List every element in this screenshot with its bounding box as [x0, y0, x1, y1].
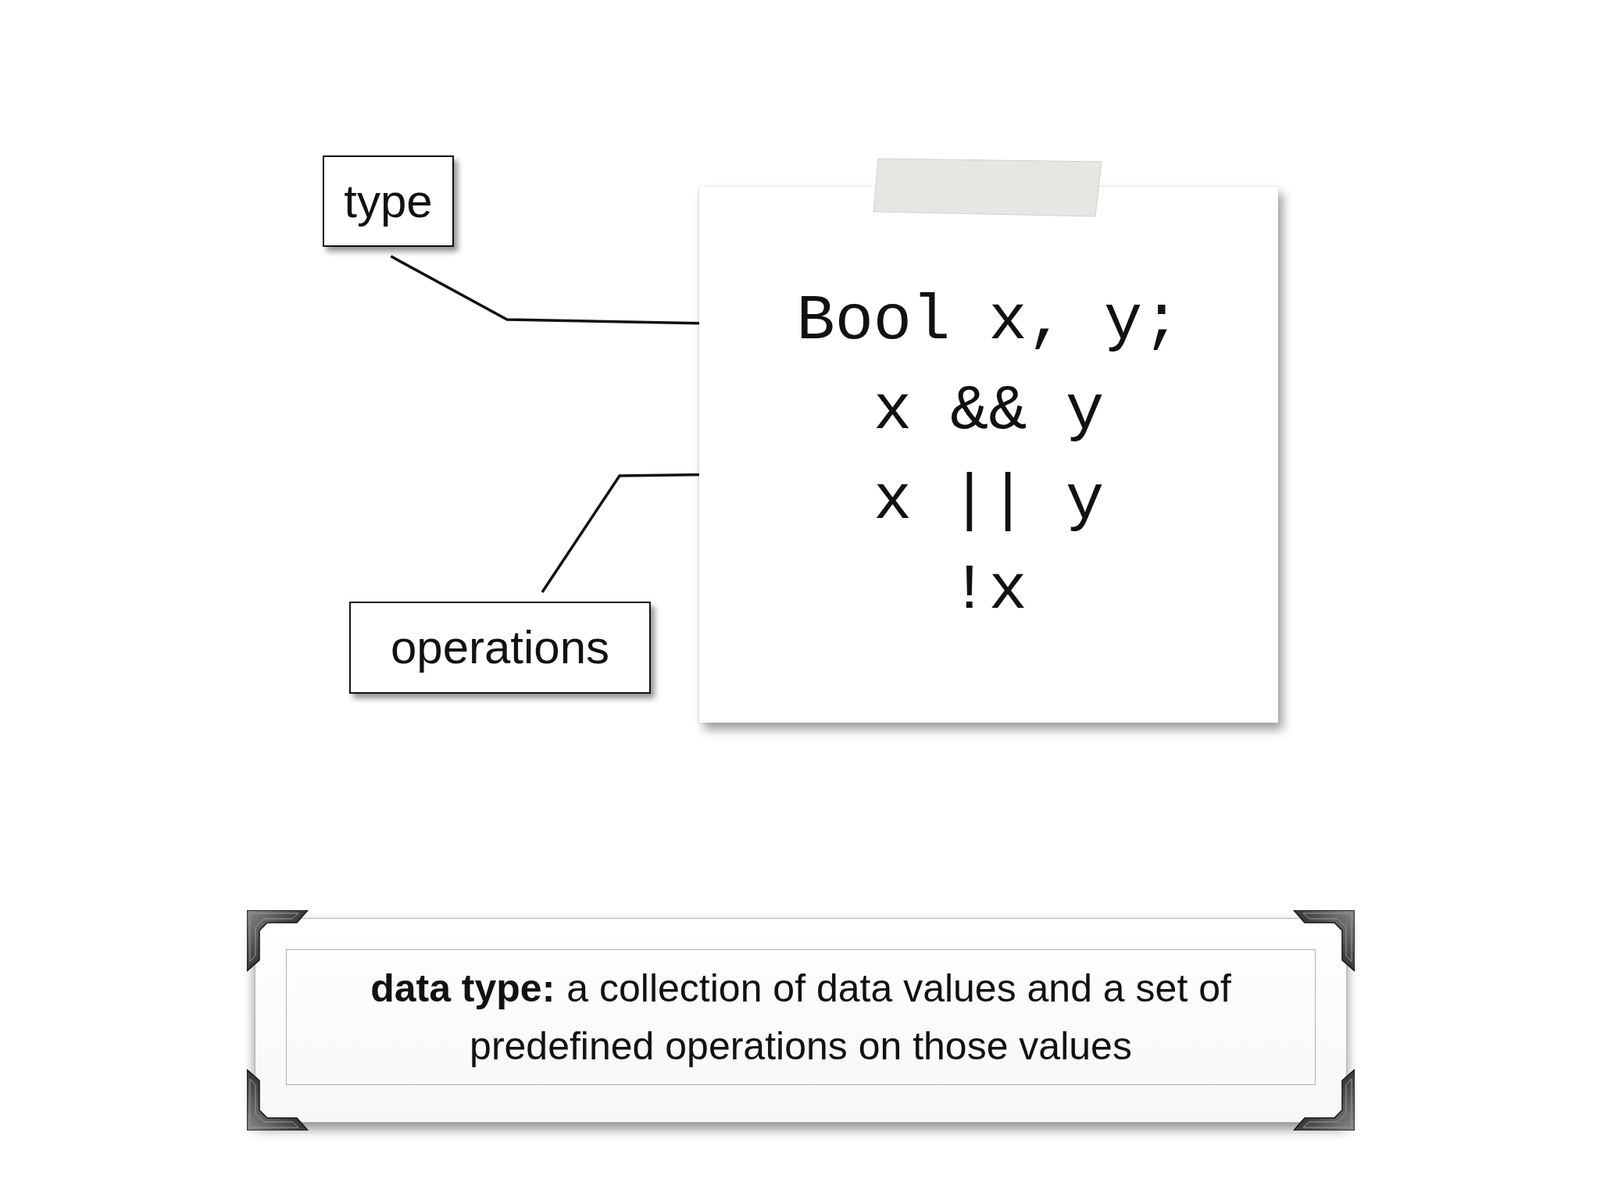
code-line: x && y [699, 366, 1279, 457]
term-label: type [343, 173, 433, 230]
code-line: Bool x, y; [699, 276, 1279, 367]
definition-text: data type:a collection of data values an… [300, 959, 1301, 1075]
sticky-note: Bool x, y;x && yx || y!x [699, 186, 1279, 723]
definition-inner-border: data type:a collection of data values an… [285, 949, 1316, 1086]
code-line: !x [699, 546, 1279, 636]
term-label-box: operations [349, 601, 651, 694]
code-line: x || y [699, 456, 1279, 547]
term-label-box: type [322, 155, 454, 247]
definition-body: a collection of data values and a set of… [469, 966, 1232, 1068]
term-label: operations [390, 619, 610, 676]
definition-frame: data type:a collection of data values an… [254, 917, 1347, 1123]
definition-term: data type: [370, 966, 555, 1011]
pointer-arrow [390, 256, 750, 325]
